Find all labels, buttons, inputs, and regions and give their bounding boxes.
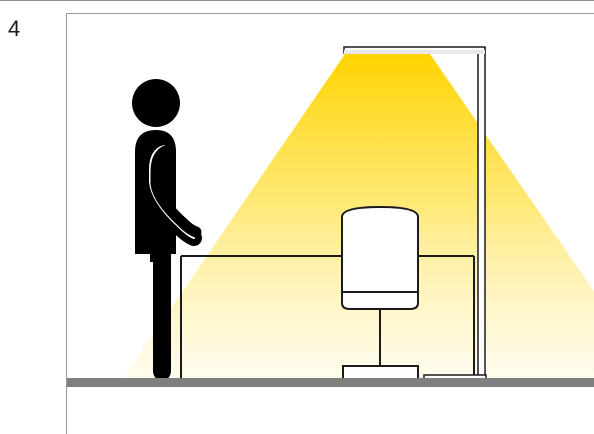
floor xyxy=(67,378,594,387)
